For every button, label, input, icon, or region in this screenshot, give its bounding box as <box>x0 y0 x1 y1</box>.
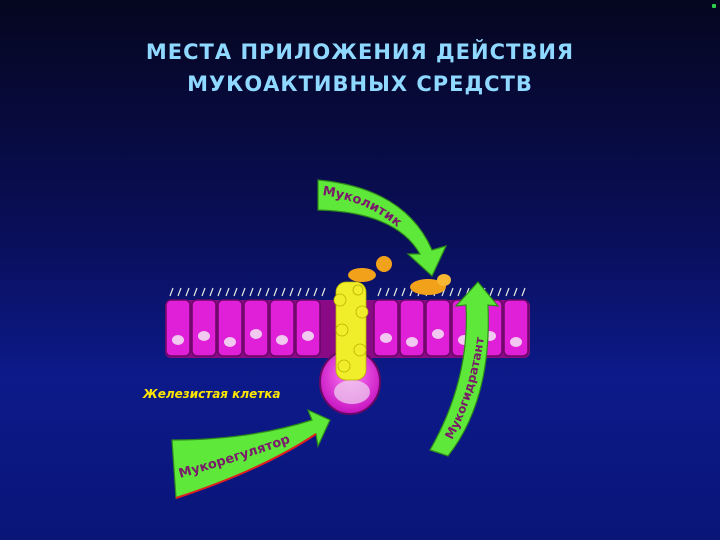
gland-cell-nucleus <box>334 380 370 404</box>
epithelial-cell <box>373 299 399 357</box>
epithelial-cell <box>243 299 269 357</box>
cell-nuclei <box>172 329 522 347</box>
mucoregulator-arrow-edge <box>175 433 317 499</box>
epithelial-cell <box>425 299 451 357</box>
mucohydrant-arrow-shape <box>429 281 500 457</box>
corner-marker <box>712 4 716 8</box>
epithelial-cell <box>295 299 321 357</box>
mucolytic-arrow-shape <box>317 179 448 277</box>
mucus-droplets <box>348 256 451 295</box>
mucoregulator-arrow: Мукорегулятор <box>171 408 331 499</box>
mucus-droplet <box>437 274 451 286</box>
mucus-droplet <box>410 279 446 295</box>
mucus-droplet <box>348 268 376 282</box>
epithelial-cell <box>217 299 243 357</box>
epithelial-cell <box>165 299 191 357</box>
epithelial-cell <box>269 299 295 357</box>
slide-title: МЕСТА ПРИЛОЖЕНИЯ ДЕЙСТВИЯ МУКОАКТИВНЫХ С… <box>0 36 720 100</box>
title-line-1: МЕСТА ПРИЛОЖЕНИЯ ДЕЙСТВИЯ <box>145 40 575 64</box>
epithelial-cell <box>503 299 529 357</box>
epithelial-cell <box>191 299 217 357</box>
mucus-column <box>333 281 369 381</box>
gland-cell-label: Железистая клетка <box>143 387 281 401</box>
mucus-droplet <box>376 256 392 272</box>
epithelial-cell <box>399 299 425 357</box>
title-line-2: МУКОАКТИВНЫХ СРЕДСТВ <box>187 72 533 96</box>
gland-cell <box>319 349 381 415</box>
